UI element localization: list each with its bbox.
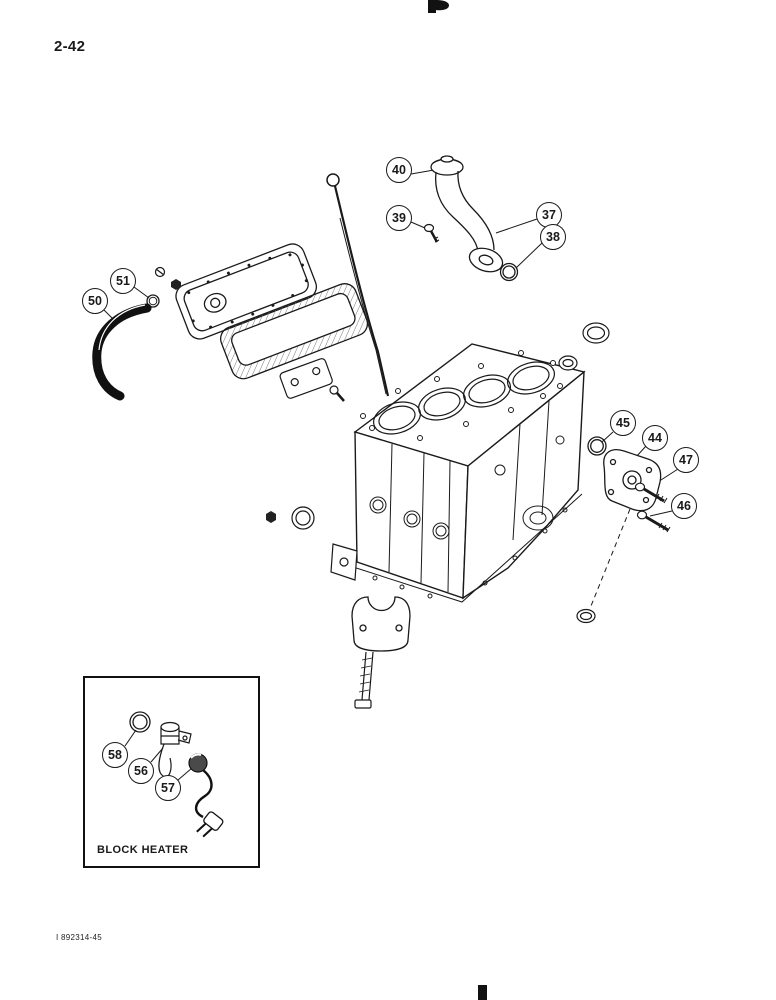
callout-balloon-51: 51	[110, 268, 136, 294]
engine-mount-bracket	[330, 543, 358, 581]
rear-cover-o-ring	[587, 436, 607, 456]
block-heater-label: BLOCK HEATER	[97, 844, 189, 856]
plate-bolt	[329, 385, 345, 402]
valve-cover	[175, 243, 318, 340]
hose-ring	[146, 294, 160, 308]
callout-balloon-46: 46	[671, 493, 697, 519]
hex-nut	[266, 511, 276, 523]
main-bearing-cap	[351, 596, 411, 652]
callout-balloon-47: 47	[673, 447, 699, 473]
cylinder-bores	[373, 361, 555, 435]
block-heater-assembly	[129, 711, 224, 838]
block-heater-inset-box: BLOCK HEATER	[83, 676, 260, 868]
oil-filler-tube	[430, 155, 519, 282]
callout-balloon-38: 38	[540, 224, 566, 250]
print-artifact-top	[428, 0, 449, 13]
expansion-plug	[576, 608, 596, 624]
valve-cover-gasket	[220, 283, 369, 380]
callout-balloon-58: 58	[102, 742, 128, 768]
callout-balloon-56: 56	[128, 758, 154, 784]
callout-balloon-39: 39	[386, 205, 412, 231]
heater-hose	[92, 294, 160, 401]
dashed-leader	[590, 508, 631, 607]
bolt-39	[423, 223, 440, 243]
heater-element	[158, 721, 192, 778]
rear-cover	[603, 449, 662, 512]
cord-plug	[196, 811, 224, 838]
callout-balloon-45: 45	[610, 410, 636, 436]
footer-code: I 892314-45	[56, 933, 103, 942]
print-artifact-bottom	[478, 985, 487, 1000]
heater-plug-cap	[188, 753, 208, 773]
block-right-details	[494, 400, 565, 541]
deck-bolt-holes	[360, 350, 563, 441]
bolt-46	[636, 510, 671, 533]
page-number: 2-42	[54, 38, 86, 55]
heater-o-ring	[129, 711, 151, 733]
callout-balloon-44: 44	[642, 425, 668, 451]
callout-balloon-50: 50	[82, 288, 108, 314]
small-cover-plate	[279, 358, 333, 399]
callout-leader-lines	[103, 169, 679, 781]
heater-cord	[194, 769, 213, 819]
callout-balloon-40: 40	[386, 157, 412, 183]
bearing-cap-stud	[354, 651, 374, 709]
cover-screw-and-nut	[154, 266, 181, 290]
cup-plugs	[291, 322, 610, 530]
callout-balloon-57: 57	[155, 775, 181, 801]
dipstick	[326, 173, 390, 397]
bolt-47	[634, 482, 668, 504]
filler-o-ring	[499, 262, 519, 282]
